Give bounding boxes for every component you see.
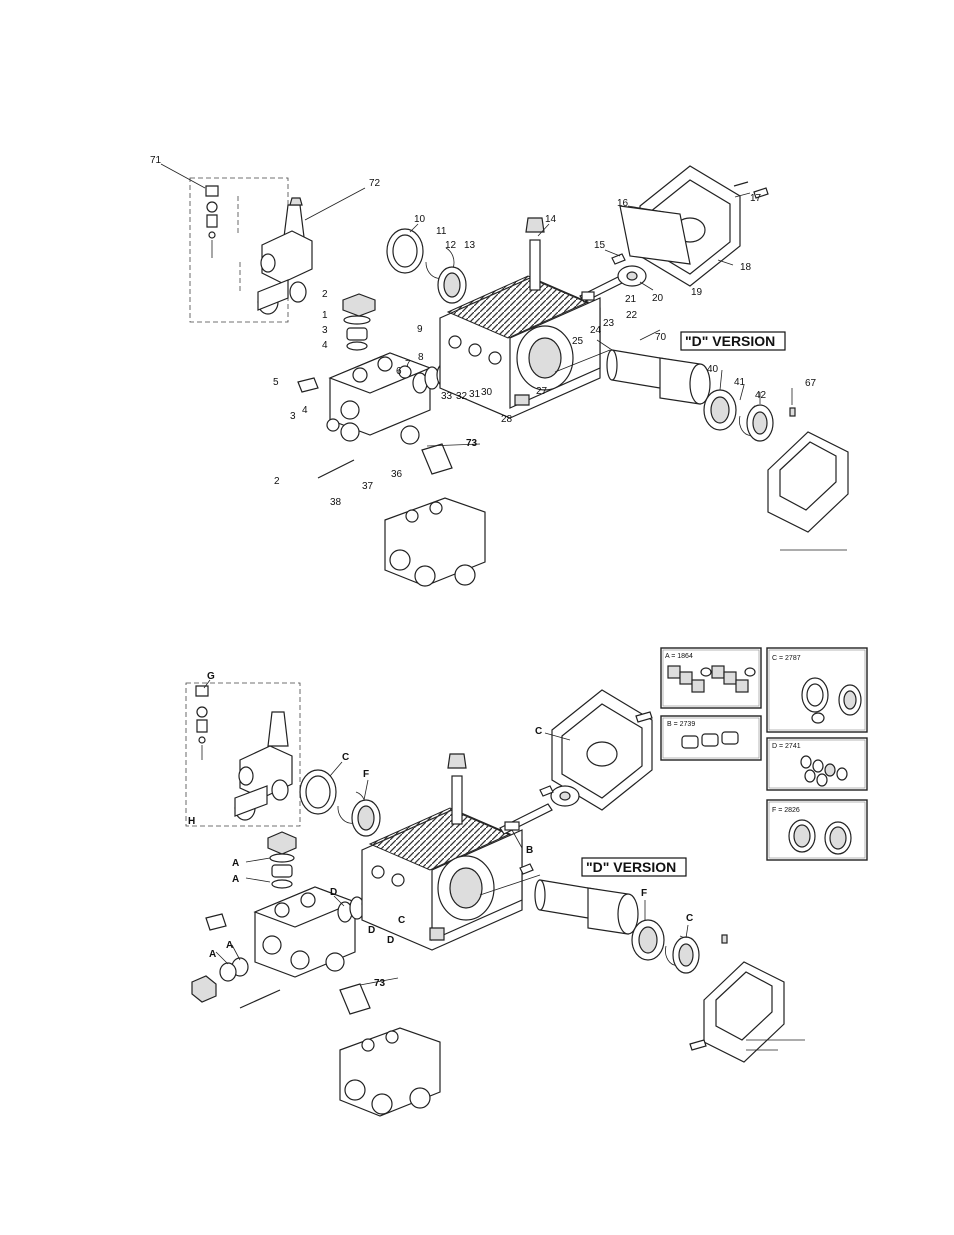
callout-4a: 4 xyxy=(322,340,328,351)
callout-38: 38 xyxy=(330,497,342,508)
plug-stack xyxy=(343,294,375,350)
kit-b-label: B = 2739 xyxy=(667,721,695,728)
callout-9: 9 xyxy=(417,324,423,335)
callout-C3: C xyxy=(398,915,405,926)
callout-4b: 4 xyxy=(302,405,308,416)
callout-F2: F xyxy=(641,888,647,899)
kit-c-box: C = 2787 xyxy=(767,648,867,732)
callout-16: 16 xyxy=(617,198,629,209)
callout-31: 31 xyxy=(469,389,481,400)
d-version-label-top: "D" VERSION xyxy=(681,332,785,350)
connecting-rod-bottom xyxy=(500,786,579,834)
callout-6: 6 xyxy=(396,366,402,377)
crankshaft xyxy=(607,350,710,404)
callout-27: 27 xyxy=(536,386,548,397)
callout-18: 18 xyxy=(740,262,752,273)
callout-F1: F xyxy=(363,769,369,780)
callout-3a: 3 xyxy=(322,325,328,336)
top-diagram: 71 72 10 11 12 13 14 15 16 17 18 19 20 2… xyxy=(150,155,848,586)
pump-thumbnail-bottom xyxy=(340,1028,440,1116)
callout-32: 32 xyxy=(456,391,468,402)
callout-42: 42 xyxy=(755,390,767,401)
callout-24: 24 xyxy=(590,325,602,336)
kit-f-box: F = 2826 xyxy=(767,800,867,860)
callout-22: 22 xyxy=(626,310,638,321)
callout-C2: C xyxy=(535,726,542,737)
callout-37: 37 xyxy=(362,481,374,492)
callout-8: 8 xyxy=(418,352,424,363)
callout-23: 23 xyxy=(603,318,615,329)
callout-A1: A xyxy=(232,858,239,869)
bottom-diagram: G H C F C B A A D D D C A A F C 73 "D" V… xyxy=(186,648,867,1116)
callout-40: 40 xyxy=(707,364,719,375)
callout-20: 20 xyxy=(652,293,664,304)
callout-G: G xyxy=(207,671,215,682)
callout-33: 33 xyxy=(441,391,453,402)
callout-36: 36 xyxy=(391,469,403,480)
kit-f-label: F = 2826 xyxy=(772,807,800,814)
callout-D1: D xyxy=(330,887,337,898)
callout-B: B xyxy=(526,845,533,856)
callout-C1: C xyxy=(342,752,349,763)
crankshaft-bottom xyxy=(535,880,638,934)
callout-1: 1 xyxy=(322,310,328,321)
callout-C4: C xyxy=(686,913,693,924)
callout-A2: A xyxy=(232,874,239,885)
kit-a-label: A = 1864 xyxy=(665,653,693,660)
callout-25: 25 xyxy=(572,336,584,347)
kit-d-box: D = 2741 xyxy=(767,738,867,790)
d-version-label-bottom: "D" VERSION xyxy=(582,858,686,876)
kit-b-box: B = 2739 xyxy=(661,716,761,760)
callout-11: 11 xyxy=(436,226,447,237)
kit-c-label: C = 2787 xyxy=(772,655,801,662)
callout-15: 15 xyxy=(594,240,606,251)
d-version-text-top: "D" VERSION xyxy=(685,333,775,349)
mounting-flange xyxy=(768,408,848,532)
callout-28: 28 xyxy=(501,414,513,425)
callout-7: 7 xyxy=(405,359,411,370)
callout-72: 72 xyxy=(369,178,381,189)
callout-D2: D xyxy=(368,925,375,936)
d-version-text-bottom: "D" VERSION xyxy=(586,859,676,875)
callout-3b: 3 xyxy=(290,411,296,422)
unloader-assembly-bottom xyxy=(186,683,300,826)
crankcase-bottom xyxy=(362,754,522,950)
callout-71: 71 xyxy=(150,155,162,166)
callout-10: 10 xyxy=(414,214,426,225)
callout-41: 41 xyxy=(734,377,746,388)
callout-73: 73 xyxy=(466,438,478,449)
callout-13: 13 xyxy=(464,240,476,251)
callout-2a: 2 xyxy=(322,289,328,300)
manifold-bottom xyxy=(192,887,355,1008)
callout-14: 14 xyxy=(545,214,557,225)
callout-73b: 73 xyxy=(374,978,386,989)
callout-21: 21 xyxy=(625,294,637,305)
callout-A4: A xyxy=(226,940,233,951)
callout-17: 17 xyxy=(750,193,762,204)
callout-H: H xyxy=(188,816,195,827)
callout-70: 70 xyxy=(655,332,667,343)
callout-5: 5 xyxy=(273,377,279,388)
callout-30: 30 xyxy=(481,387,493,398)
kit-d-label: D = 2741 xyxy=(772,743,801,750)
mounting-flange-bottom xyxy=(690,935,784,1062)
bearing-seal-right-bottom xyxy=(632,920,699,973)
callout-67: 67 xyxy=(805,378,817,389)
callout-D3: D xyxy=(387,935,394,946)
unloader-assembly xyxy=(190,178,312,322)
callout-A3: A xyxy=(209,949,216,960)
callout-19: 19 xyxy=(691,287,703,298)
plug-stack-bottom xyxy=(268,832,296,888)
pump-thumbnail-top xyxy=(385,498,485,586)
callout-2b: 2 xyxy=(274,476,280,487)
callout-12: 12 xyxy=(445,240,457,251)
kit-a-box: A = 1864 xyxy=(661,648,761,708)
